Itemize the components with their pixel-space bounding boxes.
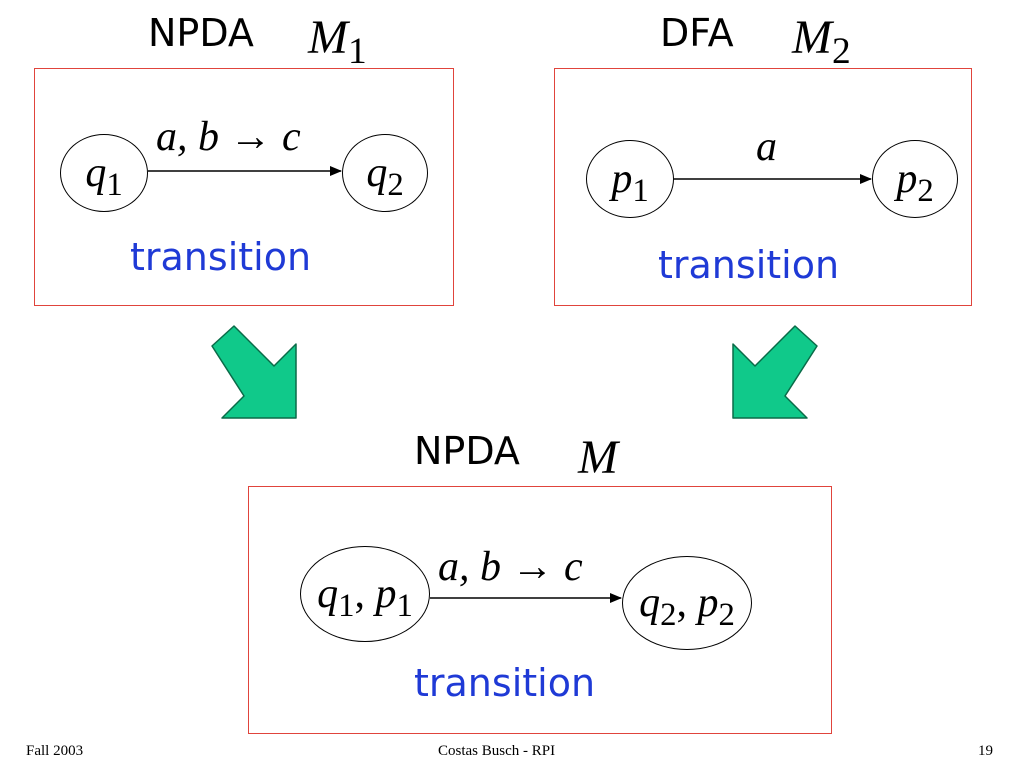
m-state-q1-p1-b-sub: 1 [396, 588, 413, 625]
m1-machine-subscript: 1 [347, 31, 367, 73]
m-state-q2-p2-a-sub: 2 [660, 597, 677, 634]
m1-type-label: NPDA [148, 11, 254, 55]
footer-left: Fall 2003 [26, 743, 84, 759]
m1-edge-label: a, b → c [156, 114, 301, 160]
m2-state-p1-symbol: p [611, 156, 633, 202]
m-state-q1-p1-a: q [317, 571, 339, 617]
m-state-q1-p1-a-sub: 1 [338, 588, 355, 625]
m2-state-p2-subscript: 2 [917, 173, 934, 210]
m1-machine-name: M1 [308, 11, 367, 71]
m-state-q2-p2-b: p [697, 580, 719, 626]
m1-state-q2-symbol: q [366, 150, 388, 196]
m2-type-label: DFA [660, 11, 734, 55]
m2-machine-subscript: 2 [831, 31, 851, 73]
m2-state-p2: p2 [872, 140, 958, 218]
m1-state-q1-subscript: 1 [106, 167, 123, 204]
m-state-q2-p2: q2, p2 [622, 556, 752, 650]
m1-state-q1: q1 [60, 134, 148, 212]
m1-machine-symbol: M [308, 11, 348, 64]
m-machine-symbol: M [578, 431, 618, 484]
m-state-q1-p1-sep: , [354, 571, 376, 617]
m2-state-p2-symbol: p [896, 156, 918, 202]
footer-page-number: 19 [978, 743, 993, 759]
m2-state-p1-subscript: 1 [632, 173, 649, 210]
m-transition-caption: transition [414, 661, 596, 705]
m2-edge-label: a [756, 124, 777, 170]
m-state-q1-p1: q1, p1 [300, 546, 430, 642]
m1-state-q2-subscript: 2 [387, 167, 404, 204]
m-state-q2-p2-a: q [639, 580, 661, 626]
footer-center: Costas Busch - RPI [438, 743, 556, 759]
m-state-q2-p2-b-sub: 2 [718, 597, 735, 634]
m1-state-q2: q2 [342, 134, 428, 212]
m2-machine-symbol: M [792, 11, 832, 64]
right-green-arrow [732, 325, 818, 419]
m-state-q2-p2-sep: , [676, 580, 698, 626]
m-machine-name: M [578, 434, 618, 482]
m-state-q1-p1-b: p [375, 571, 397, 617]
m-edge-label: a, b → c [438, 544, 583, 590]
m2-transition-caption: transition [658, 243, 840, 287]
m2-state-p1: p1 [586, 140, 674, 218]
m1-state-q1-symbol: q [85, 150, 107, 196]
m1-transition-caption: transition [130, 235, 312, 279]
m2-machine-name: M2 [792, 11, 851, 71]
left-green-arrow [211, 325, 297, 419]
m-type-label: NPDA [414, 429, 520, 473]
